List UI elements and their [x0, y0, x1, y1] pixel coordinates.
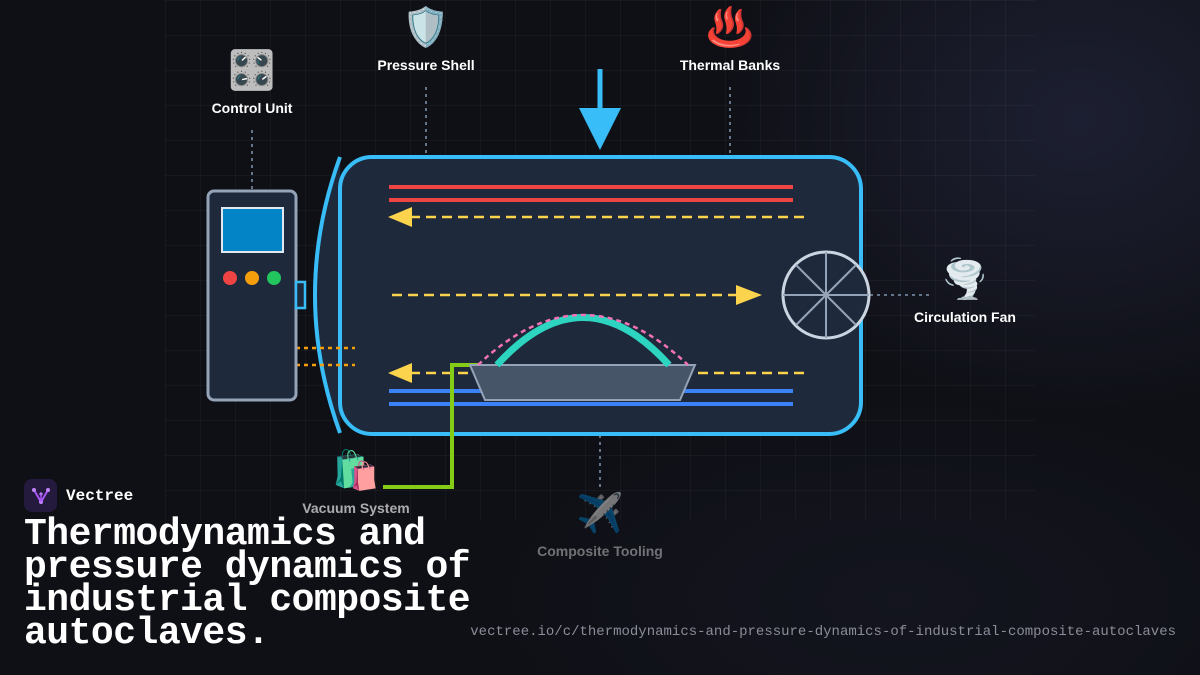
thermal-banks-label: Thermal Banks: [679, 57, 781, 73]
vacuum-bag: [477, 313, 689, 366]
composite-part: [494, 314, 672, 368]
shield-icon: 🛡️: [402, 7, 450, 49]
tool-plate: [468, 364, 697, 401]
control-knobs-icon: 🎛️: [228, 50, 276, 92]
vacuum-line: [383, 363, 480, 489]
airflow-middle-arrowhead: [736, 285, 762, 305]
circulation-fan-wheel: [781, 250, 871, 340]
control-unit-label: Control Unit: [211, 100, 293, 116]
tornado-icon: 🌪️: [941, 259, 989, 301]
brand-name: Vectree: [66, 486, 134, 505]
status-light-amber: [245, 271, 259, 285]
airflow-top-arrowhead: [388, 207, 412, 227]
circulation-fan-label: Circulation Fan: [914, 309, 1016, 325]
status-light-green: [267, 271, 281, 285]
airplane-icon: ✈️: [576, 493, 624, 535]
cabinet-port: [294, 280, 307, 310]
source-url[interactable]: vectree.io/c/thermodynamics-and-pressure…: [470, 624, 1176, 640]
composite-tooling-label: Composite Tooling: [537, 543, 663, 559]
status-light-red: [223, 271, 237, 285]
vectree-logo-icon: [24, 479, 57, 512]
airflow-bottom-arrowhead: [388, 363, 412, 383]
control-screen: [221, 207, 284, 253]
pressure-shell-label: Pressure Shell: [377, 57, 475, 73]
shopping-bags-icon: 🛍️: [332, 450, 380, 492]
brand: Vectree: [24, 479, 133, 512]
vacuum-system-label: Vacuum System: [302, 500, 410, 516]
page-title: Thermodynamics and pressure dynamics of …: [24, 513, 471, 655]
vessel-door: [313, 156, 342, 434]
pressure-arrow-head: [579, 108, 621, 150]
hot-springs-icon: ♨️: [706, 7, 754, 49]
